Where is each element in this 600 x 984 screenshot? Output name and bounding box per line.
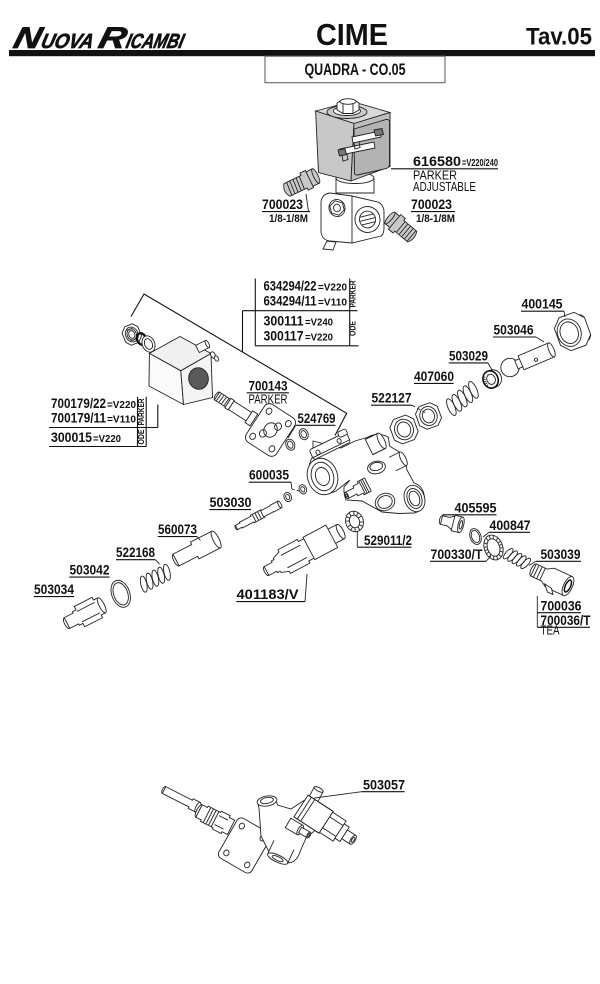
svg-text:503029: 503029 xyxy=(449,348,488,364)
svg-text:CIME: CIME xyxy=(316,17,388,52)
svg-text:=V110: =V110 xyxy=(107,414,136,426)
svg-text:1/8-1/8M: 1/8-1/8M xyxy=(416,213,455,225)
svg-text:503042: 503042 xyxy=(70,562,110,578)
svg-text:=V220: =V220 xyxy=(107,399,136,411)
svg-text:401183/V: 401183/V xyxy=(237,586,300,602)
svg-text:ODE: ODE xyxy=(137,429,146,445)
svg-text:ODE: ODE xyxy=(349,320,358,336)
svg-text:560073: 560073 xyxy=(158,521,197,537)
svg-text:=V240: =V240 xyxy=(305,317,333,329)
svg-text:PARKER: PARKER xyxy=(249,393,288,407)
svg-text:700330/T: 700330/T xyxy=(431,546,483,562)
svg-text:1/8-1/8M: 1/8-1/8M xyxy=(269,213,308,225)
svg-text:PARKER: PARKER xyxy=(137,398,146,425)
svg-text:Tav.05: Tav.05 xyxy=(526,24,592,51)
svg-text:700036/T: 700036/T xyxy=(541,612,591,628)
svg-text:503046: 503046 xyxy=(494,322,534,338)
svg-text:=V220: =V220 xyxy=(305,332,333,344)
svg-text:522127: 522127 xyxy=(372,390,412,406)
svg-text:522168: 522168 xyxy=(116,544,155,560)
svg-text:529011/2: 529011/2 xyxy=(364,532,412,548)
svg-text:=V220: =V220 xyxy=(93,433,121,445)
svg-text:=V110: =V110 xyxy=(318,297,347,309)
svg-text:503057: 503057 xyxy=(363,777,405,793)
svg-text:503034: 503034 xyxy=(34,581,74,597)
svg-text:400847: 400847 xyxy=(490,517,531,533)
svg-text:405595: 405595 xyxy=(455,500,497,516)
svg-text:700036: 700036 xyxy=(541,598,582,614)
svg-text:PARKER: PARKER xyxy=(349,280,358,307)
svg-text:=V220/240: =V220/240 xyxy=(462,157,498,169)
svg-text:300117: 300117 xyxy=(264,328,304,344)
svg-text:400145: 400145 xyxy=(522,296,563,312)
svg-text:700023: 700023 xyxy=(411,196,452,212)
svg-text:616580: 616580 xyxy=(413,153,461,169)
svg-text:600035: 600035 xyxy=(249,467,289,483)
svg-text:503039: 503039 xyxy=(541,546,581,562)
svg-text:700179/22: 700179/22 xyxy=(51,395,106,411)
svg-text:700179/11: 700179/11 xyxy=(51,410,106,426)
svg-text:503030: 503030 xyxy=(210,494,252,510)
svg-text:300111: 300111 xyxy=(264,313,304,329)
svg-text:634294/22: 634294/22 xyxy=(264,278,317,294)
svg-text:ADJUSTABLE: ADJUSTABLE xyxy=(413,180,476,194)
svg-text:300015: 300015 xyxy=(51,429,92,445)
svg-text:TEA: TEA xyxy=(541,624,561,638)
svg-text:700143: 700143 xyxy=(249,378,288,394)
svg-text:524769: 524769 xyxy=(298,410,336,426)
svg-text:700023: 700023 xyxy=(262,196,303,212)
svg-text:ICAMBI: ICAMBI xyxy=(124,30,188,53)
svg-text:QUADRA - CO.05: QUADRA - CO.05 xyxy=(305,60,406,79)
svg-text:=V220: =V220 xyxy=(318,282,347,294)
svg-text:634294/11: 634294/11 xyxy=(264,293,317,309)
svg-text:407060: 407060 xyxy=(414,368,454,384)
svg-text:UOVA: UOVA xyxy=(39,30,97,53)
svg-text:PARKER: PARKER xyxy=(413,169,457,183)
